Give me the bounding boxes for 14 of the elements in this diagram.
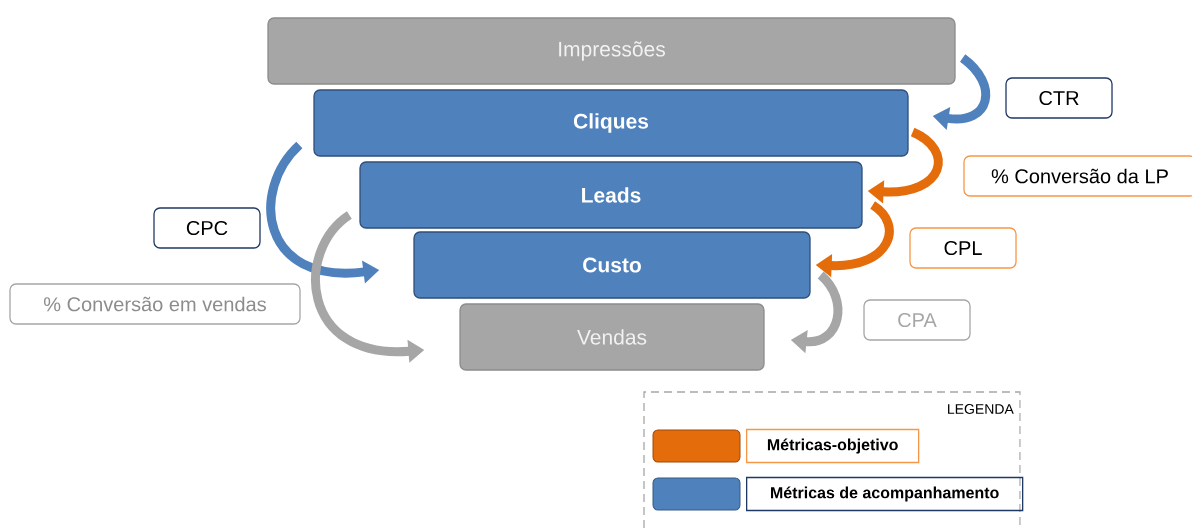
funnel-stage-box: Impressões bbox=[267, 17, 956, 85]
metric-box: CTR bbox=[1005, 77, 1113, 119]
metric-box: CPC bbox=[153, 207, 261, 249]
metric-box: CPA bbox=[863, 299, 971, 341]
metric-box: % Conversão da LP bbox=[963, 155, 1192, 197]
funnel-stage-box: Leads bbox=[359, 161, 863, 229]
legend-label: Métricas-objetivo bbox=[746, 428, 920, 464]
metric-box: % Conversão em vendas bbox=[9, 283, 301, 325]
funnel-stage-box: Cliques bbox=[313, 89, 909, 157]
funnel-stage-box: Custo bbox=[413, 231, 811, 299]
legend-label: Métricas de acompanhamento bbox=[746, 476, 1024, 512]
funnel-stage-box: Vendas bbox=[459, 303, 765, 371]
legend-title: LEGENDA bbox=[948, 404, 1014, 414]
metric-box: CPL bbox=[909, 227, 1017, 269]
